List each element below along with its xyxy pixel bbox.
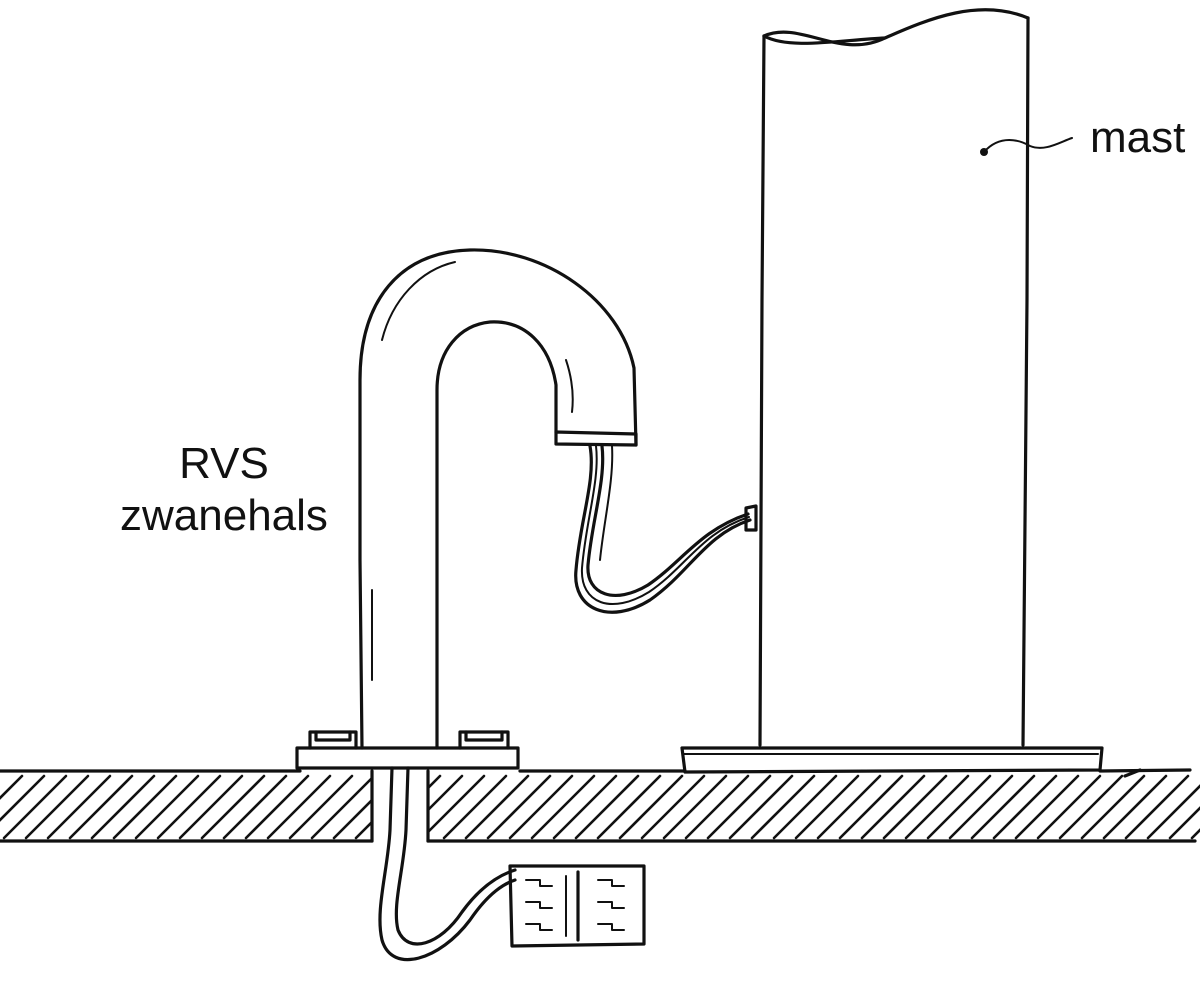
hatch-line [442, 774, 508, 840]
hatch-line [970, 774, 1036, 840]
hatch-line [24, 774, 90, 840]
hatch-line [156, 774, 222, 840]
ground [0, 768, 1200, 843]
hatch-line [46, 774, 112, 840]
lower-cable [378, 766, 517, 962]
mast-label: mast [1090, 113, 1186, 162]
hatch-line [706, 774, 772, 840]
hatch-line [112, 774, 178, 840]
hatch-line [816, 774, 882, 840]
hatch-line [222, 774, 288, 840]
hatch-line [420, 774, 486, 840]
hatch-line [530, 774, 596, 840]
hatch-line [90, 774, 156, 840]
gooseneck-base-plate [295, 730, 520, 770]
hatch-line [266, 774, 332, 840]
hatch-line [0, 774, 46, 822]
mast-leader [980, 137, 1073, 156]
hatch-line [244, 774, 310, 840]
upper-cable-bundle [574, 444, 758, 614]
gooseneck-pipe [358, 248, 638, 750]
hatch-line [1036, 774, 1102, 840]
hatch-line [640, 774, 706, 840]
ground-hatching [0, 774, 1200, 840]
hatch-line [794, 774, 860, 840]
junction-box [508, 864, 646, 948]
hatch-line [464, 774, 530, 840]
hatch-line [948, 774, 1014, 840]
hatch-line [728, 774, 794, 840]
hatch-line [1190, 828, 1200, 840]
hatch-line [618, 774, 684, 840]
hatch-line [1168, 806, 1200, 840]
hatch-line [68, 774, 134, 840]
hatch-line [838, 774, 904, 840]
hatch-line [134, 774, 200, 840]
hatch-line [1102, 774, 1168, 840]
hatch-line [508, 774, 574, 840]
hatch-line [552, 774, 618, 840]
gooseneck-label-line1: RVS [179, 439, 269, 488]
gooseneck-label: RVS zwanehals [120, 438, 328, 542]
hatch-line [860, 774, 926, 840]
hatch-line [574, 774, 640, 840]
hatch-line [1014, 774, 1080, 840]
hatch-line [1058, 774, 1124, 840]
hatch-line [0, 774, 24, 800]
mast [680, 8, 1104, 774]
hatch-line [2, 774, 68, 840]
hatch-line [662, 774, 728, 840]
hatch-line [882, 774, 948, 840]
hatch-line [1124, 774, 1190, 840]
cable-sleeve-gap [372, 772, 428, 840]
hatch-line [200, 774, 266, 840]
hatch-line [904, 774, 970, 840]
hatch-line [288, 774, 354, 840]
hatch-line [992, 774, 1058, 840]
hatch-line [178, 774, 244, 840]
hatch-line [1080, 774, 1146, 840]
hatch-line [772, 774, 838, 840]
hatch-line [684, 774, 750, 840]
hatch-line [926, 774, 992, 840]
hatch-line [310, 774, 376, 840]
gooseneck-label-line2: zwanehals [120, 490, 328, 540]
hatch-line [596, 774, 662, 840]
hatch-line [750, 774, 816, 840]
hatch-line [486, 774, 552, 840]
